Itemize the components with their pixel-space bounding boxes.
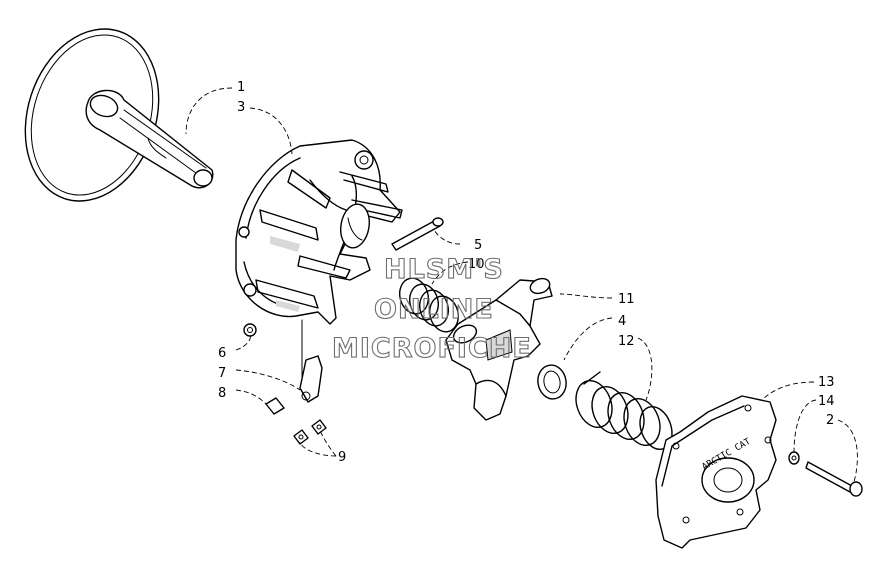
washer-part: [788, 451, 800, 465]
cover-plate-part: ARCTIC CAT: [655, 395, 777, 549]
callout-6: 6: [218, 346, 226, 361]
spider-part: [445, 277, 553, 421]
callout-4: 4: [618, 314, 626, 329]
fixed-sheave-part: [24, 28, 214, 202]
callout-14: 14: [818, 394, 835, 409]
callout-7: 7: [218, 366, 226, 381]
bolt-part: [805, 461, 863, 497]
leader-lines: [185, 87, 858, 483]
callout-1: 1: [237, 80, 245, 95]
washer-small-part: [293, 419, 327, 445]
nut-part: [243, 323, 257, 337]
callout-2: 2: [826, 413, 834, 428]
pin-part: [391, 217, 444, 251]
callout-5: 5: [474, 238, 482, 253]
main-spring-part: [575, 371, 673, 451]
spring-part: [398, 277, 460, 333]
bushing-part: [537, 364, 567, 400]
weight-arm-part: [299, 319, 323, 403]
watermark-line-3: MICROFICHE: [332, 333, 532, 364]
watermark-line-2: ONLINE: [374, 294, 494, 325]
callout-11: 11: [618, 292, 635, 307]
watermark-line-1: HLSM'S: [384, 254, 504, 285]
movable-sheave-part: [235, 139, 403, 325]
callout-12: 12: [618, 334, 635, 349]
callout-3: 3: [237, 100, 245, 115]
callout-9: 9: [338, 450, 346, 465]
roller-part: [265, 397, 285, 415]
callout-8: 8: [218, 386, 226, 401]
callout-10: 10: [468, 257, 485, 272]
callout-13: 13: [818, 375, 835, 390]
